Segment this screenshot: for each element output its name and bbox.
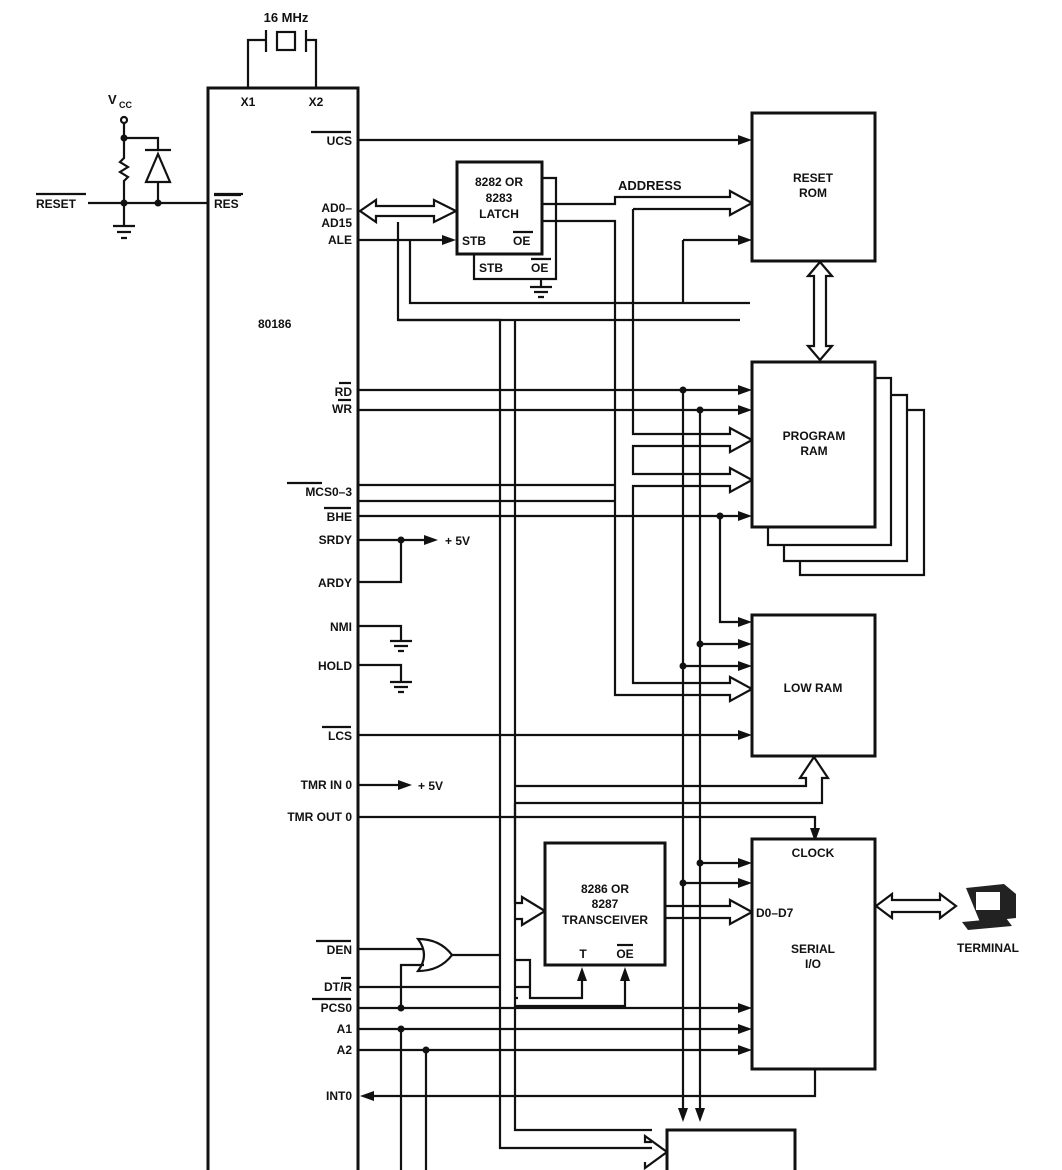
pin-ucs: UCS xyxy=(327,134,352,148)
program-ram: PROGRAM RAM xyxy=(750,360,926,577)
pin-ad0: AD0– xyxy=(321,201,352,215)
srdy-5v-label: + 5V xyxy=(445,534,470,548)
program-ram-line2: RAM xyxy=(800,444,827,458)
latch-oe2: OE xyxy=(531,261,548,275)
program-ram-line1: PROGRAM xyxy=(783,429,846,443)
terminal-label: TERMINAL xyxy=(957,941,1019,955)
pin-bhe: BHE xyxy=(327,510,352,524)
reset-rom: RESET ROM xyxy=(750,111,877,263)
transceiver-8286: 8286 OR 8287 TRANSCEIVER T OE xyxy=(543,841,667,967)
serial-line2: I/O xyxy=(805,957,821,971)
reset-label: RESET xyxy=(36,197,77,211)
terminal-icon xyxy=(962,884,1016,930)
pin-x2: X2 xyxy=(309,95,324,109)
pin-res: RES xyxy=(214,197,239,211)
transceiver-oe: OE xyxy=(616,947,633,961)
vcc-subscript: CC xyxy=(119,100,132,110)
reset-rom-line2: ROM xyxy=(799,186,827,200)
serial-data-label: D0–D7 xyxy=(756,906,794,920)
low-ram: LOW RAM xyxy=(750,613,877,758)
pin-rd: RD xyxy=(335,385,353,399)
address-label: ADDRESS xyxy=(618,178,682,193)
serial-clock-label: CLOCK xyxy=(792,846,835,860)
pin-x1: X1 xyxy=(241,95,256,109)
pin-mcs: MCS0–3 xyxy=(305,485,352,499)
pin-dt-r: DT/R xyxy=(324,980,352,994)
pin-den: DEN xyxy=(327,943,352,957)
pin-nmi: NMI xyxy=(330,620,352,634)
latch-line2: 8283 xyxy=(486,191,513,205)
pin-ad15: AD15 xyxy=(321,216,352,230)
vcc-label: V xyxy=(108,92,117,107)
pin-ardy: ARDY xyxy=(318,576,352,590)
pin-pcs0: PCS0 xyxy=(321,1001,353,1015)
latch-oe: OE xyxy=(513,234,530,248)
serial-line1: SERIAL xyxy=(791,942,835,956)
latch-line3: LATCH xyxy=(479,207,519,221)
pin-tmr-out-0: TMR OUT 0 xyxy=(287,810,352,824)
crystal-label: 16 MHz xyxy=(264,10,309,25)
pin-lcs: LCS xyxy=(328,729,352,743)
tmr-5v-label: + 5V xyxy=(418,779,443,793)
reset-circuit: V CC RESET xyxy=(36,92,243,240)
latch-line1: 8282 OR xyxy=(475,175,523,189)
pin-a1: A1 xyxy=(337,1022,353,1036)
cpu-name: 80186 xyxy=(258,317,292,331)
latch-stb: STB xyxy=(462,234,486,248)
pin-a2: A2 xyxy=(337,1043,353,1057)
pin-int0: INT0 xyxy=(326,1089,352,1103)
reset-rom-line1: RESET xyxy=(793,171,834,185)
crystal: 16 MHz xyxy=(246,10,318,88)
transceiver-line1: 8286 OR xyxy=(581,882,629,896)
pin-tmr-in-0: TMR IN 0 xyxy=(301,778,353,792)
latch-stb2: STB xyxy=(479,261,503,275)
serial-io: CLOCK D0–D7 SERIAL I/O xyxy=(750,837,877,1071)
pin-ale: ALE xyxy=(328,233,352,247)
latch-8282: 8282 OR 8283 LATCH STB OE STB OE xyxy=(455,160,558,299)
low-ram-label: LOW RAM xyxy=(784,681,843,695)
cpu-80186: X1 X2 80186 RES UCS AD0– AD15 ALE RD WR … xyxy=(206,86,360,1170)
transceiver-line2: 8287 xyxy=(592,897,619,911)
pin-hold: HOLD xyxy=(318,659,352,673)
pin-srdy: SRDY xyxy=(319,533,352,547)
transceiver-line3: TRANSCEIVER xyxy=(562,913,648,927)
pin-wr: WR xyxy=(332,402,352,416)
transceiver-t: T xyxy=(579,947,587,961)
